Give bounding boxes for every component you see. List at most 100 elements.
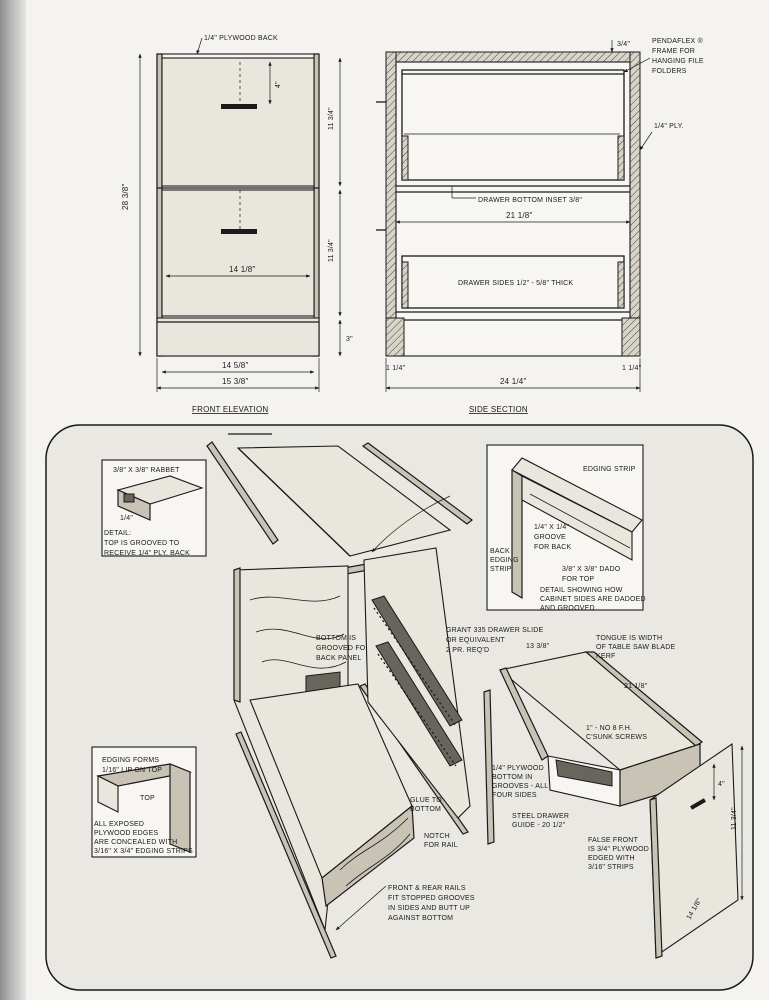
notch-line-1: NOTCH — [424, 833, 450, 840]
upper-drawer-dim: 11 3/4" — [328, 107, 335, 130]
guide-rail-piece — [483, 689, 495, 845]
bottom-groove-1: BOTTOM IS — [316, 635, 356, 642]
plywood-line-2: BOTTOM IN — [492, 774, 533, 781]
edging-strip-left — [206, 441, 279, 545]
false-front-4: 3/16" STRIPS — [588, 864, 634, 871]
rabbet-text-3: RECEIVE 1/4" PLY. BACK — [104, 550, 190, 557]
rabbet-text-2: TOP IS GROOVED TO — [104, 540, 180, 547]
tongue-line-1: TONGUE IS WIDTH — [596, 635, 662, 642]
drawer-bottom-label: DRAWER BOTTOM INSET 3/8" — [478, 197, 582, 204]
upper-drawer-front — [161, 57, 315, 187]
back-section — [629, 51, 641, 357]
dado-line-1: 3/8" x 3/8" DADO — [562, 566, 621, 573]
pull-offset-dim: 4" — [275, 81, 282, 88]
pull-dim: 4" — [718, 781, 725, 788]
side-section: 3/4" PENDAFLEX ® FRAME FOR HANGING FILE … — [376, 37, 704, 414]
rabbet-text-1: DETAIL: — [104, 530, 131, 537]
groove-line-1: 1/4" x 1/4" — [534, 524, 570, 531]
drawer-slide-lower — [375, 641, 463, 767]
front-rail — [235, 731, 337, 959]
dado-line-2: FOR TOP — [562, 576, 594, 583]
bottom-groove-2: GROOVED FOR — [316, 645, 371, 652]
back-edging-3: STRIP — [490, 566, 512, 573]
overall-height-dim: 28 3/8" — [121, 184, 130, 210]
screws-line-1: 1" - NO 8 F.H. — [586, 725, 632, 732]
glue-line-2: BOTTOM — [410, 806, 441, 813]
drawer-slide-upper — [371, 595, 463, 727]
right-edging — [313, 53, 320, 357]
false-front-2: IS 3/4" PLYWOOD — [588, 846, 649, 853]
edging-lip-1: EDGING FORMS — [102, 757, 159, 764]
top-thickness-dim: 3/4" — [617, 41, 630, 48]
edging-strip-right — [361, 442, 473, 525]
drawer-length-dim: 21 1/8" — [624, 683, 648, 690]
edging-text-1: ALL EXPOSED — [94, 821, 144, 828]
rails-line-1: FRONT & REAR RAILS — [388, 885, 466, 892]
slide-line-1: GRANT 335 DRAWER SLIDE — [446, 627, 543, 634]
side-section-title: SIDE SECTION — [469, 405, 528, 414]
drawer-back-side — [584, 651, 704, 747]
false-front-pull — [690, 798, 706, 810]
pendaflex-line-2: FRAME FOR — [652, 48, 695, 55]
corner-caption-2: CABINET SIDES ARE DADOED — [540, 596, 646, 603]
width-b-dim: 15 3/8" — [222, 377, 248, 386]
upper-drawer-pull — [221, 104, 257, 109]
slide-line-2: OR EQUIVALENT — [446, 637, 505, 644]
plywood-line-3: GROOVES - ALL — [492, 783, 548, 790]
guide-line-1: STEEL DRAWER — [512, 813, 569, 820]
left-edging — [156, 53, 163, 357]
front-elevation-title: FRONT ELEVATION — [192, 405, 268, 414]
rails-line-3: IN SIDES AND BUTT UP — [388, 905, 470, 912]
edging-text-3: ARE CONCEALED WITH — [94, 839, 177, 846]
base-dim: 3" — [346, 336, 353, 343]
rabbet-detail-box — [101, 459, 207, 557]
ply-label: 1/4" PLY. — [654, 123, 684, 130]
notch-line-2: FOR RAIL — [424, 842, 458, 849]
guide-line-2: GUIDE - 20 1/2" — [512, 822, 566, 829]
lower-drawer-pull — [221, 229, 257, 234]
corner-caption-1: DETAIL SHOWING HOW — [540, 587, 623, 594]
glue-line-1: GLUE TO — [410, 797, 442, 804]
plywood-line-1: 1/4" PLYWOOD — [492, 765, 544, 772]
edging-strip-label: EDGING STRIP — [583, 466, 636, 473]
exploded-view-panel: 3/8" x 3/8" RABBET 1/4" DETAIL: TOP IS G… — [45, 424, 754, 991]
rails-line-4: AGAINST BOTTOM — [388, 915, 453, 922]
left-base-dim: 1 1/4" — [386, 365, 406, 372]
corner-caption-3: AND GROOVED — [540, 605, 595, 612]
edging-lip-2: 1/16" LIP ON TOP — [102, 767, 162, 774]
edging-top-word: TOP — [140, 795, 155, 802]
back-edging-2: EDGING — [490, 557, 519, 564]
pendaflex-line-4: FOLDERS — [652, 68, 687, 75]
front-elevation: 1/4" PLYWOOD BACK 28 3/8" 4" 11 3/4" 11 … — [121, 35, 353, 414]
groove-line-2: GROOVE — [534, 534, 566, 541]
pendaflex-line-3: HANGING FILE — [652, 58, 704, 65]
edging-text-2: PLYWOOD EDGES — [94, 830, 158, 837]
false-front-1: FALSE FRONT — [588, 837, 639, 844]
front-height-dim: 11 3/4" — [731, 807, 738, 830]
width-a-dim: 14 5/8" — [222, 361, 248, 370]
back-edging-1: BACK — [490, 548, 510, 555]
rabbet-label: 3/8" x 3/8" RABBET — [113, 467, 180, 474]
inner-width-dim: 14 1/8" — [229, 265, 255, 274]
tongue-line-2: OF TABLE SAW BLADE — [596, 644, 675, 651]
bottom-groove-3: BACK PANEL — [316, 655, 361, 662]
inner-depth-dim: 21 1/8" — [506, 211, 532, 220]
rabbet-dim: 1/4" — [120, 515, 133, 522]
front-side-section — [385, 51, 397, 357]
tongue-line-3: KERF — [596, 653, 615, 660]
right-base-dim: 1 1/4" — [622, 365, 642, 372]
screws-line-2: C'SUNK SCREWS — [586, 734, 647, 741]
plywood-line-4: FOUR SIDES — [492, 792, 537, 799]
rails-line-2: FIT STOPPED GROOVES — [388, 895, 475, 902]
pendaflex-line-1: PENDAFLEX ® — [652, 37, 704, 45]
lower-drawer-dim: 11 3/4" — [328, 239, 335, 262]
false-front-3: EDGED WITH — [588, 855, 635, 862]
edging-text-4: 3/16" x 3/4" EDGING STRIPS — [94, 848, 193, 855]
binding-shadow — [0, 0, 26, 1000]
drawer-width-dim: 13 3/8" — [526, 643, 550, 650]
drawer-sides-label: DRAWER SIDES 1/2" - 5/8" THICK — [458, 280, 573, 287]
overall-depth-dim: 24 1/4" — [500, 377, 526, 386]
base-rail — [156, 317, 320, 357]
